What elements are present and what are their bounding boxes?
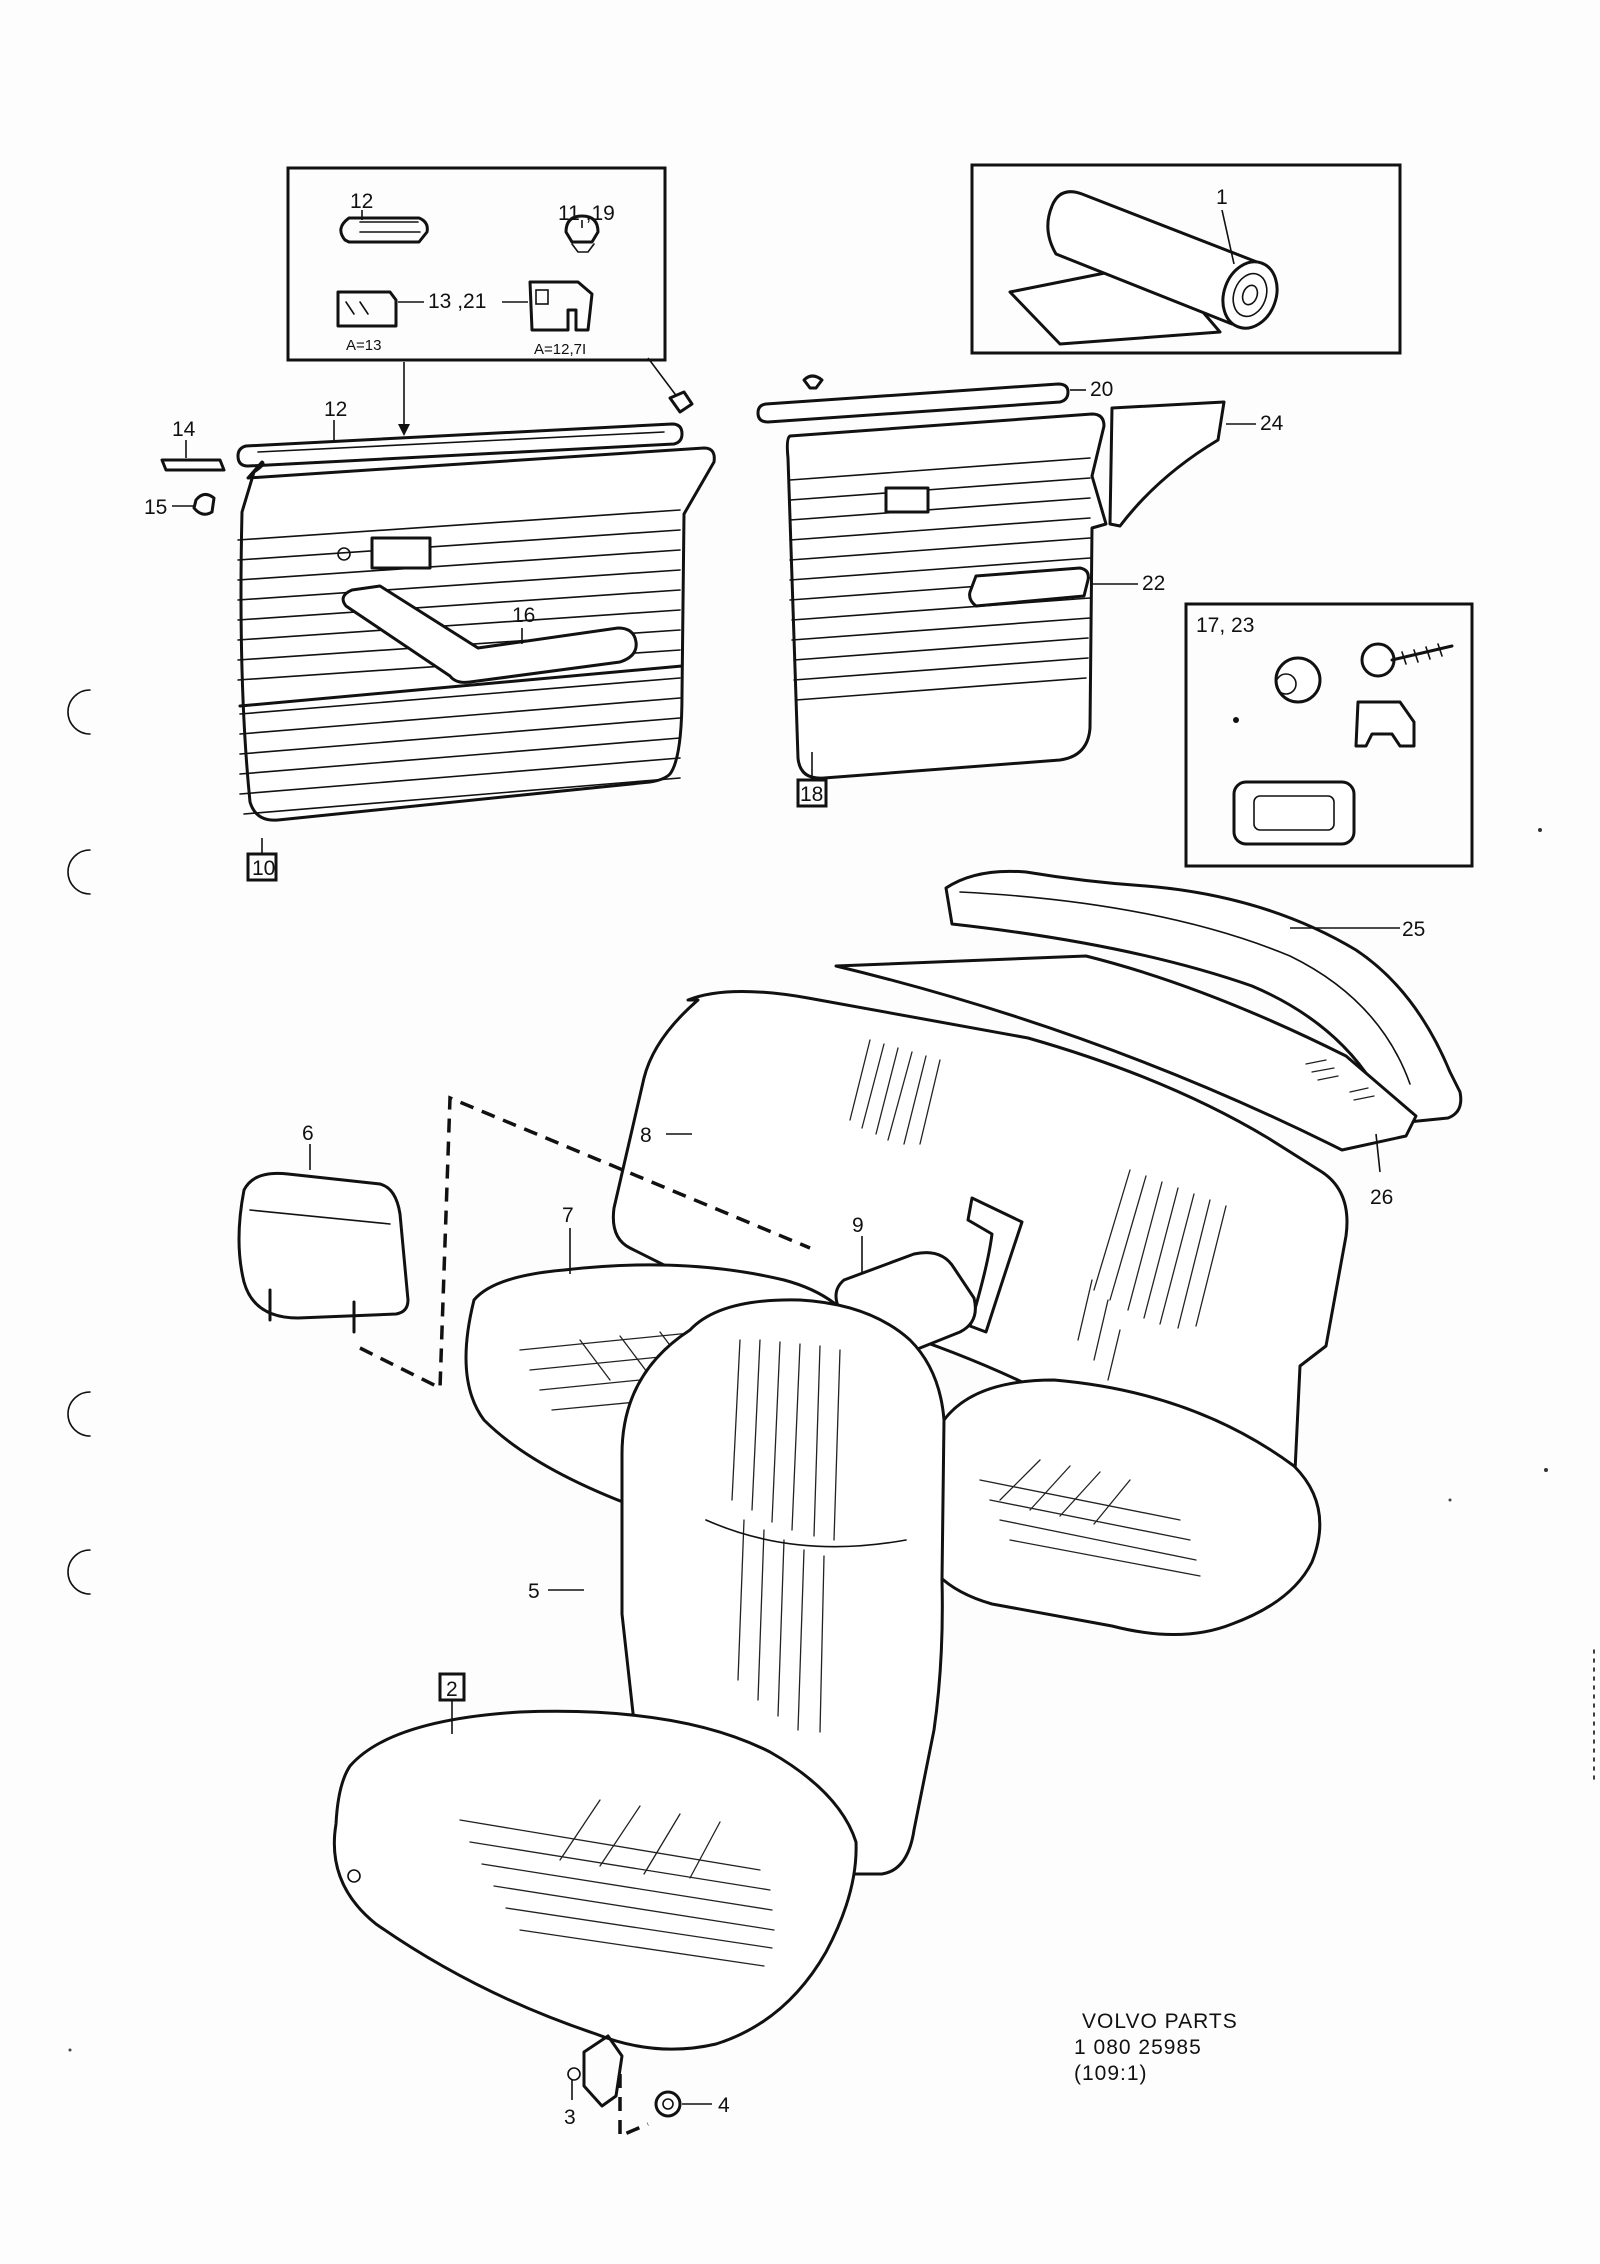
footer-line1: VOLVO PARTS <box>1082 2010 1238 2033</box>
door-clip-part <box>192 493 216 516</box>
front-door-panel: 12 14 15 16 10 <box>144 398 716 882</box>
label-18: 18 <box>800 783 823 806</box>
ref-box-10 <box>246 852 278 882</box>
label-3: 3 <box>564 2106 576 2129</box>
label-6: 6 <box>302 1122 314 1145</box>
rear-backrest-hatching <box>849 1039 1227 1381</box>
trim-strip-part <box>160 458 226 472</box>
label-15: 15 <box>144 496 167 519</box>
label-12: 12 <box>350 190 373 213</box>
label-16: 16 <box>512 604 535 627</box>
grommet-part <box>1274 656 1322 704</box>
front-door-card-ribs <box>237 509 684 815</box>
label-a13: A=13 <box>346 337 381 354</box>
label-8: 8 <box>640 1124 652 1147</box>
seat-rail-bracket <box>582 2034 624 2108</box>
catalog-footer: VOLVO PARTS 1 080 25985 (109:1) <box>1074 2010 1238 2085</box>
headrest: 6 <box>237 1122 410 1334</box>
seat-divider-strap <box>966 1196 1024 1334</box>
headrest-guide-dashes <box>359 1095 811 1391</box>
label-7: 7 <box>562 1204 574 1227</box>
inset-door-clips-frame <box>286 166 667 362</box>
rear-armrest <box>968 566 1090 608</box>
rear-cushion-hatching <box>979 1459 1201 1577</box>
inset-insulation: 1 <box>970 163 1402 355</box>
inset-door-clips: 12 11 ,19 13 ,21 A=13 A=12,7I <box>286 166 667 362</box>
footer-line2: 1 080 25985 <box>1074 2036 1202 2059</box>
round-clip-part <box>564 214 600 244</box>
front-backrest-hatching <box>705 1339 907 1733</box>
label-a12-71: A=12,7I <box>534 341 586 358</box>
rear-seat: 25 26 8 9 7 <box>464 869 1463 1636</box>
parcel-shelf <box>834 954 1418 1152</box>
spring-clip-part <box>1354 700 1416 748</box>
inset-insulation-frame <box>970 163 1402 355</box>
inset-fasteners-frame <box>1184 602 1474 868</box>
rear-door-moulding <box>756 382 1070 424</box>
inset-fasteners: 17, 23 <box>1184 602 1474 868</box>
label-24: 24 <box>1260 412 1284 435</box>
label-10: 10 <box>252 857 275 880</box>
label-17-23: 17, 23 <box>1196 614 1254 637</box>
label-26: 26 <box>1370 1186 1393 1209</box>
nut-part <box>654 2090 682 2118</box>
label-5: 5 <box>528 1580 540 1603</box>
door-armrest <box>341 584 638 684</box>
rear-release-recess <box>884 486 930 514</box>
label-25: 25 <box>1402 918 1425 941</box>
rear-shelf-trim <box>944 869 1463 1124</box>
rear-door-panel: 20 22 24 18 <box>756 374 1284 808</box>
bracket-clip-part <box>528 280 594 332</box>
footer-line3: (109:1) <box>1074 2062 1148 2085</box>
label-1: 1 <box>1216 186 1228 209</box>
binder-holes <box>67 689 91 1595</box>
label-22: 22 <box>1142 572 1165 595</box>
label-9: 9 <box>852 1214 864 1237</box>
front-seat: 5 2 3 4 <box>332 1298 946 2139</box>
label-11-19: 11 ,19 <box>558 202 615 225</box>
front-cushion-hatching <box>347 1799 775 1967</box>
panel-clip-part <box>336 290 398 328</box>
headrest-pad <box>237 1171 410 1320</box>
label-2: 2 <box>446 1678 458 1701</box>
bezel-part <box>1232 780 1356 846</box>
rear-quarter-trim <box>1108 400 1226 528</box>
screw-part <box>1360 642 1396 678</box>
front-seat-cushion <box>332 1709 858 2051</box>
moulding-profile-part <box>339 216 429 244</box>
front-door-moulding <box>236 422 684 468</box>
label-14: 14 <box>172 418 196 441</box>
rear-door-card <box>785 412 1108 780</box>
ref-box-18 <box>796 778 828 808</box>
front-door-card <box>239 446 716 822</box>
door-release-recess <box>370 536 432 570</box>
paper-specks <box>68 828 1548 2052</box>
label-12-strip: 12 <box>324 398 347 421</box>
label-4: 4 <box>718 2094 730 2117</box>
label-20: 20 <box>1090 378 1113 401</box>
label-13-21: 13 ,21 <box>428 290 486 313</box>
